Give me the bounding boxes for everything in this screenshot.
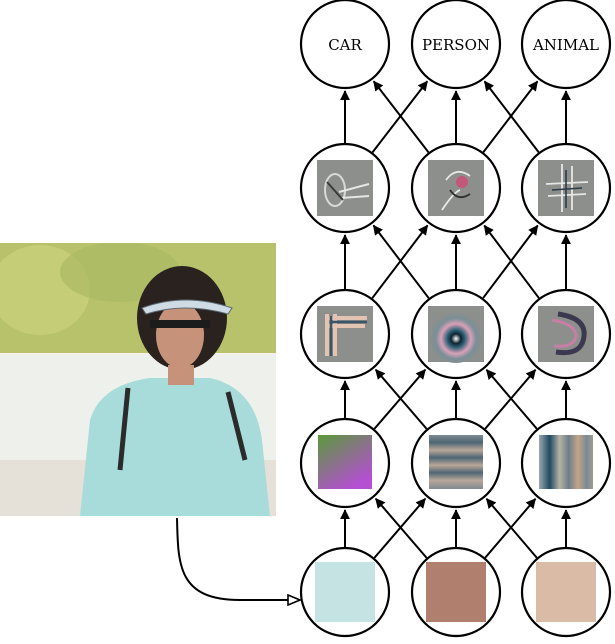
output-label-person: PERSON <box>422 36 490 54</box>
edge-l3-1-to-0 <box>372 80 430 153</box>
input-photo <box>0 243 276 516</box>
network-nodes <box>299 0 612 638</box>
input-arrow-icon <box>176 517 300 600</box>
output-node-3 <box>520 0 612 90</box>
output-labels: CAR PERSON ANIMAL <box>328 36 599 54</box>
layer-2-node-1 <box>299 288 391 380</box>
output-node-2 <box>410 0 502 90</box>
network-edges <box>340 80 571 559</box>
wheel-part-feature-icon <box>317 160 373 216</box>
curved-stroke-feature-icon <box>538 306 594 362</box>
teal-pixel-swatch-icon <box>315 562 375 622</box>
layer-1-node-2 <box>410 417 502 509</box>
horizontal-stripes-feature-icon <box>429 435 483 489</box>
photo-straps <box>117 387 248 471</box>
tan-pixel-swatch-icon <box>536 562 596 622</box>
layer-2-node-3 <box>520 288 612 380</box>
edge-l3-2-to-1 <box>483 80 540 153</box>
input-node-1 <box>299 546 391 638</box>
edge-l0-1-to-0 <box>374 497 428 559</box>
layer-3-node-2 <box>410 142 502 234</box>
green-purple-gradient-feature-icon <box>318 435 372 489</box>
edge-l2-1-to-0 <box>372 224 430 299</box>
layer-3-node-3 <box>520 142 612 234</box>
input-node-2 <box>410 546 502 638</box>
photo-face <box>156 302 204 368</box>
photo-sunglasses <box>150 320 210 328</box>
edge-l2-2-to-1 <box>483 224 540 299</box>
brown-pixel-swatch-icon <box>426 562 486 622</box>
layer-3-node-1 <box>299 142 391 234</box>
output-node-circle <box>520 0 612 90</box>
output-node-circle <box>299 0 391 90</box>
output-label-car: CAR <box>328 36 362 54</box>
layer-1-node-1 <box>299 417 391 509</box>
output-label-animal: ANIMAL <box>532 36 599 54</box>
output-node-1 <box>299 0 391 90</box>
face-part-feature-icon <box>428 160 484 216</box>
input-node-3 <box>520 546 612 638</box>
layer-2-node-2 <box>410 288 502 380</box>
eye-blob-feature-icon <box>428 306 484 363</box>
edge-l1-2-to-1 <box>485 369 538 430</box>
layer-1-node-3 <box>520 417 612 509</box>
photo-visor <box>141 299 233 315</box>
edge-l1-1-to-0 <box>374 368 428 430</box>
edge-l0-2-to-1 <box>485 498 538 559</box>
photo-neck <box>168 365 194 385</box>
corner-texture-feature-icon <box>317 306 373 362</box>
animal-part-feature-icon <box>538 160 594 216</box>
output-node-circle <box>410 0 502 90</box>
vertical-stripes-feature-icon <box>539 435 593 489</box>
